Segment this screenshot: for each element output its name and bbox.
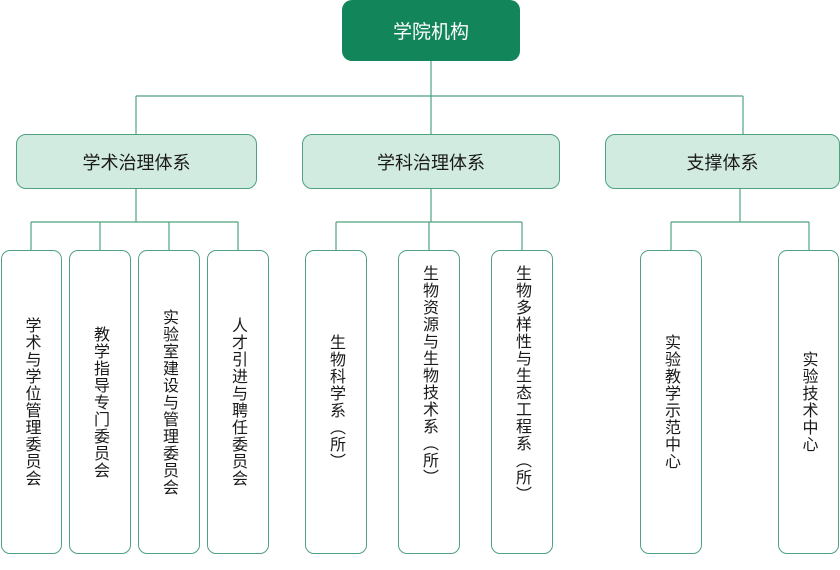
- root-label: 学院机构: [392, 21, 469, 43]
- leaf-experimental-teaching-center: 实验教学示范中心: [640, 250, 702, 554]
- leaf-teaching-guidance-committee: 教学指导专门委员会: [69, 250, 131, 554]
- group-academic-governance: 学术治理体系: [16, 134, 257, 189]
- leaf-label: 人才引进与聘任委员会: [229, 317, 248, 487]
- leaf-label: 生物资源与生物技术系（所）: [420, 265, 439, 486]
- leaf-label: 生物科学系（所）: [327, 334, 346, 470]
- leaf-academic-degree-committee: 学术与学位管理委员会: [1, 250, 62, 554]
- leaf-label: 教学指导专门委员会: [91, 325, 110, 479]
- leaf-talent-recruitment-committee: 人才引进与聘任委员会: [207, 250, 269, 554]
- group-discipline-governance: 学科治理体系: [302, 134, 560, 189]
- leaf-biodiversity-ecoeng-dept: 生物多样性与生态工程系（所）: [491, 250, 553, 554]
- leaf-label: 学术与学位管理委员会: [22, 317, 42, 487]
- group-support-system: 支撑体系: [605, 134, 840, 189]
- leaf-experimental-technology-center: 实验技术中心: [778, 250, 839, 554]
- leaf-label: 实验教学示范中心: [662, 334, 681, 470]
- group-label: 学科治理体系: [377, 152, 485, 174]
- group-label: 学术治理体系: [82, 152, 191, 174]
- root-node: 学院机构: [342, 0, 520, 61]
- leaf-label: 实验室建设与管理委员会: [160, 308, 179, 496]
- leaf-label: 实验技术中心: [799, 351, 819, 453]
- group-label: 支撑体系: [686, 152, 759, 174]
- leaf-lab-construction-committee: 实验室建设与管理委员会: [138, 250, 200, 554]
- leaf-biological-sciences-dept: 生物科学系（所）: [305, 250, 367, 554]
- leaf-bioresources-biotech-dept: 生物资源与生物技术系（所）: [398, 250, 460, 554]
- leaf-label: 生物多样性与生态工程系（所）: [513, 265, 532, 503]
